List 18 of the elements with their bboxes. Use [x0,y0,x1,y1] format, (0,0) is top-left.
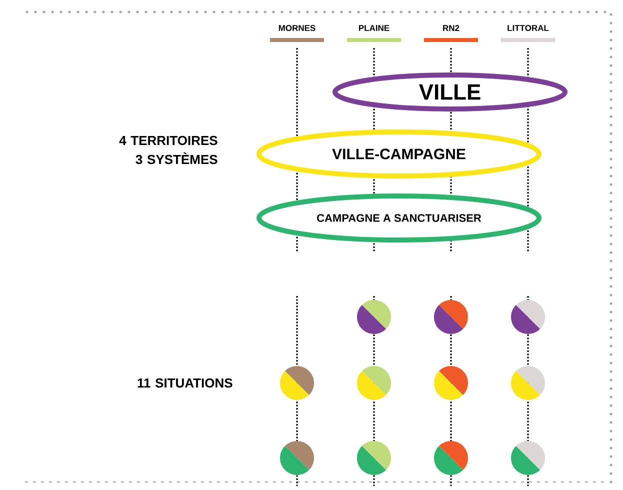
section-label: 11 SITUATIONS [138,378,232,388]
situation-circle [280,366,314,400]
situation-circle [434,441,468,475]
legend-label: PLAINE [358,25,390,31]
section-label: 4 TERRITOIRES 3 SYSTÈMES [119,136,218,164]
situation-circle [357,441,391,475]
situation-circle [280,441,314,475]
node-label: VILLE [418,84,480,100]
situation-circle [357,366,391,400]
legend-label: MORNES [278,25,316,31]
situation-circle [511,366,545,400]
situation-circle [357,300,391,334]
situation-circle [434,300,468,334]
situation-circle [511,300,545,334]
situation-circle [511,441,545,475]
legend-label: RN2 [443,25,460,31]
situation-circle [434,366,468,400]
legend-label: LITTORAL [508,25,549,31]
